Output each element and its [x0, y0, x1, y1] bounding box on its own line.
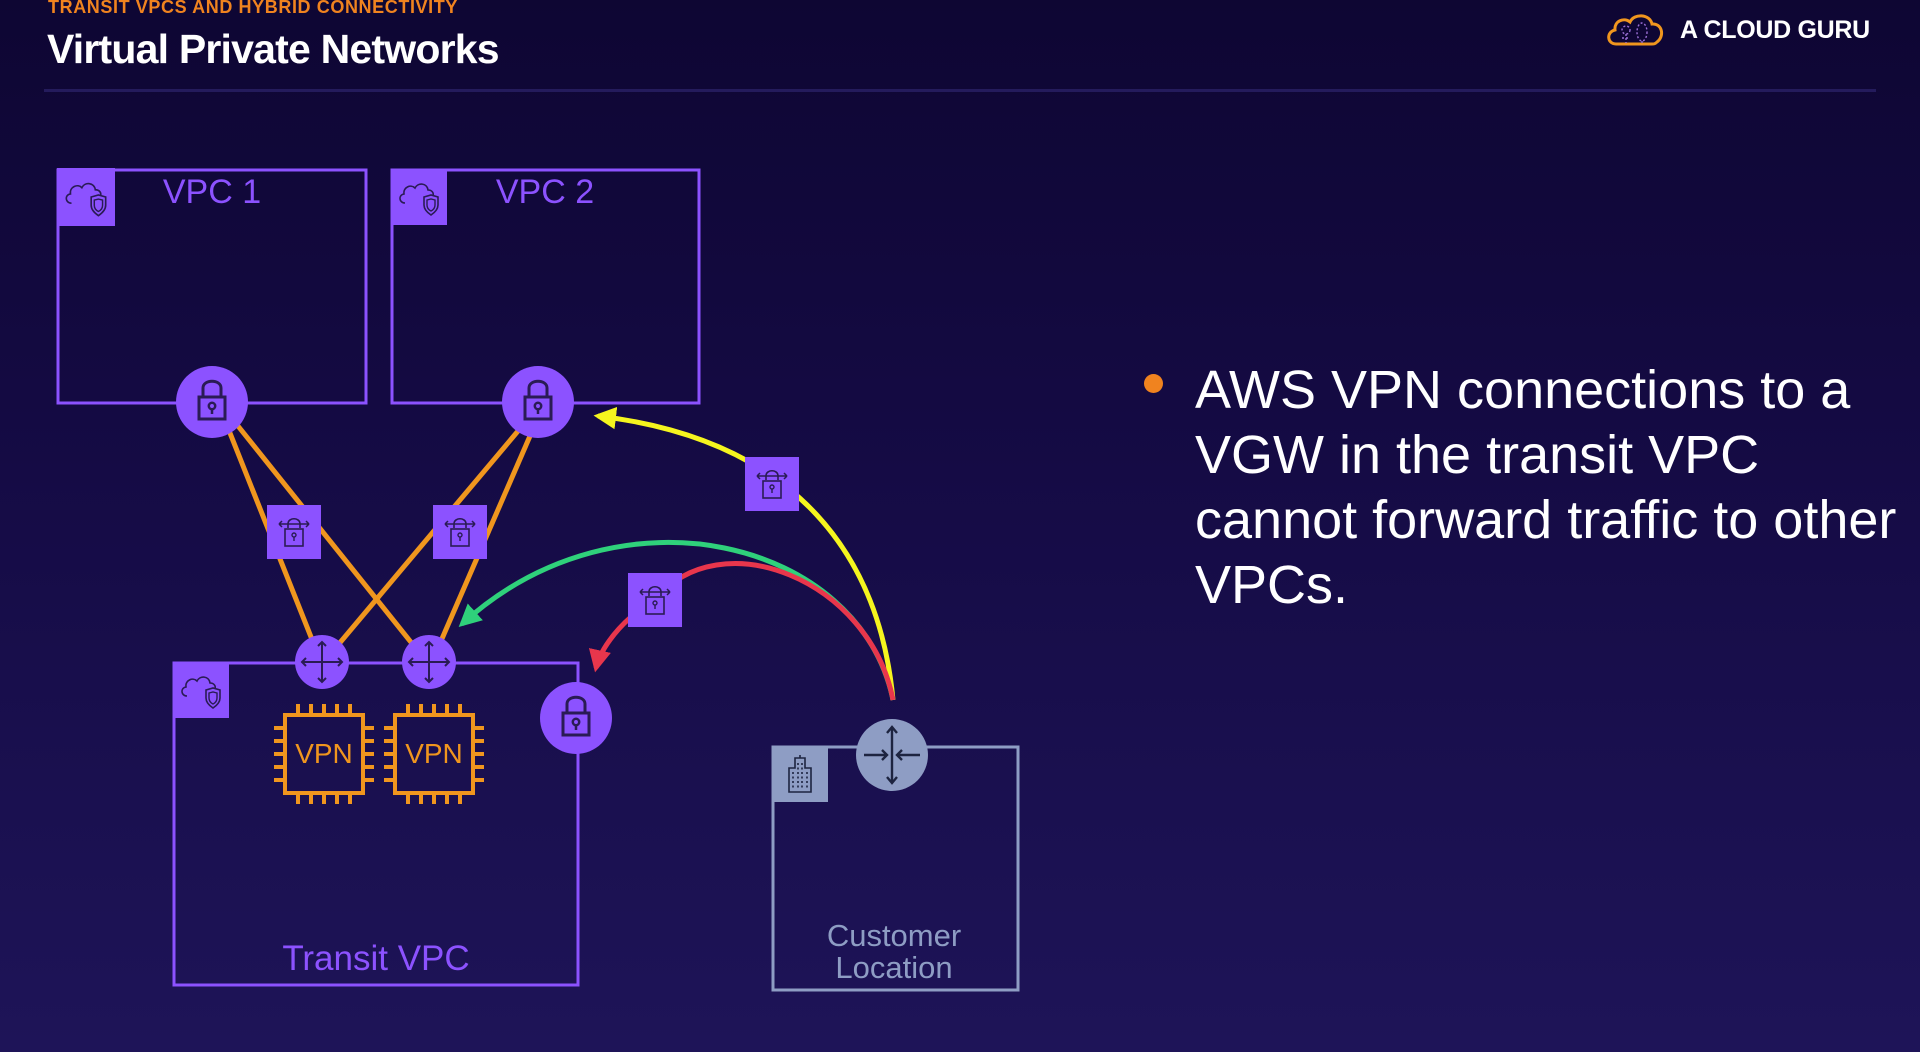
vpc-2-label: VPC 2	[496, 173, 594, 211]
vpc-cloud-shield-icon	[173, 662, 229, 718]
bullet-dot-icon	[1144, 374, 1163, 393]
customer-label-line2: Location	[835, 950, 952, 985]
cloud-logo-icon	[1607, 14, 1664, 46]
building-icon	[772, 746, 828, 802]
router-arrows-icon	[402, 635, 456, 689]
brand-logo: A CLOUD GURU	[1604, 10, 1870, 50]
vpc-1-label: VPC 1	[163, 173, 261, 211]
vpn-lock-icon	[628, 573, 682, 627]
bullet-item: AWS VPN connections to a VGW in the tran…	[1140, 358, 1900, 618]
vpn-lock-icon	[267, 505, 321, 559]
vpn-link-vgw1-router2	[236, 424, 416, 648]
transit-vpc-label: Transit VPC	[282, 939, 469, 978]
vpn-chip-2-label: VPN	[405, 738, 463, 769]
vpc-cloud-shield-icon	[57, 168, 115, 226]
vgw-vpc2-lock-icon	[502, 366, 574, 438]
vpn-chip-1-label: VPN	[295, 738, 353, 769]
page-title: Virtual Private Networks	[47, 26, 500, 72]
vpn-lock-icon	[433, 505, 487, 559]
section-eyebrow: TRANSIT VPCS AND HYBRID CONNECTIVITY	[48, 0, 458, 17]
vgw-vpc1-lock-icon	[176, 366, 248, 438]
customer-label-line1: Customer	[827, 918, 961, 953]
brand-name: A CLOUD GURU	[1680, 15, 1870, 44]
router-arrows-icon	[295, 635, 349, 689]
transit-vpc: Transit VPC	[172, 661, 580, 987]
header-divider	[44, 89, 1876, 92]
vpn-instance-1: VPN	[272, 702, 376, 806]
vgw-transit-lock-icon	[540, 682, 612, 754]
transit-vpc-boundary	[172, 661, 580, 987]
bullet-list: AWS VPN connections to a VGW in the tran…	[1140, 358, 1900, 618]
flow-arrow-yellow	[593, 406, 896, 701]
flow-arrow-red	[588, 561, 896, 701]
customer-gateway-icon	[856, 719, 928, 791]
bullet-text: AWS VPN connections to a VGW in the tran…	[1195, 360, 1897, 615]
vpn-lock-icon	[745, 457, 799, 511]
vpn-instance-2: VPN	[382, 702, 486, 806]
vpn-link-vgw2-router1	[336, 429, 520, 647]
vpc-cloud-shield-icon	[391, 168, 447, 226]
